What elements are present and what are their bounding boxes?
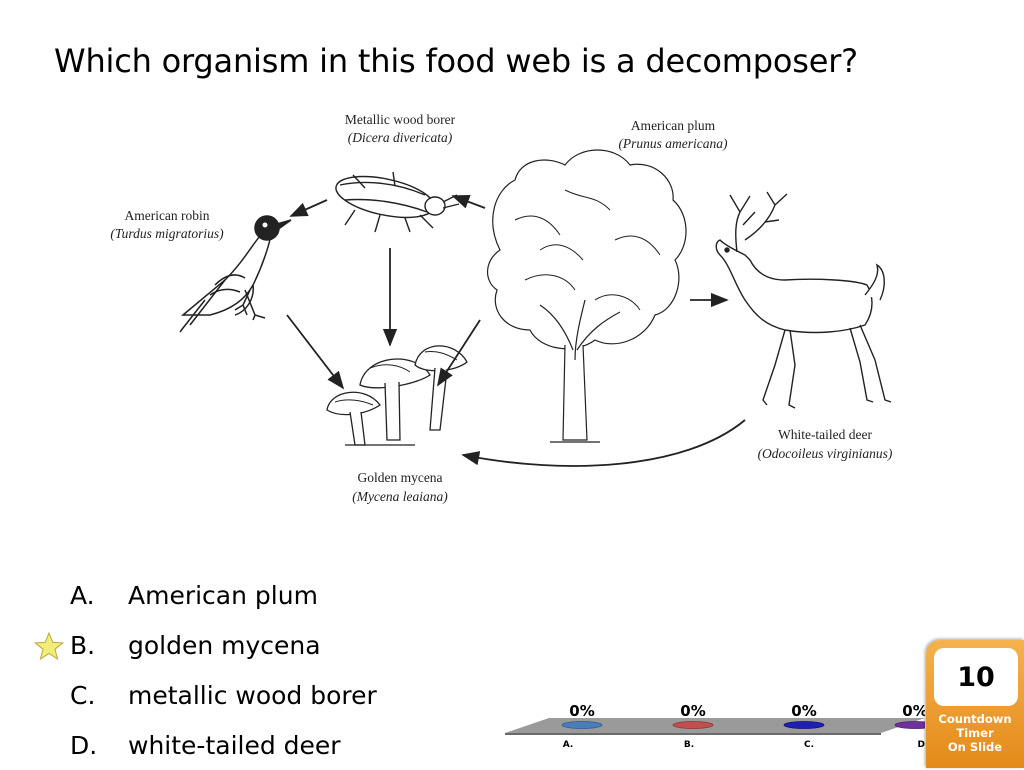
svg-text:(Turdus migratorius): (Turdus migratorius) xyxy=(110,226,224,241)
answer-text: golden mycena xyxy=(128,630,321,660)
svg-text:Golden mycena: Golden mycena xyxy=(357,470,442,485)
answer-letter: A. xyxy=(70,580,95,610)
answer-text: American plum xyxy=(128,580,318,610)
answer-list: A. American plum B. golden mycena C. met… xyxy=(34,570,377,770)
borer-label: Metallic wood borer (Dicera divericata) xyxy=(345,112,456,145)
poll-results-chart: 0% 0% 0% 0% A. B. C. D. xyxy=(505,702,925,750)
poll-bar-c xyxy=(783,721,825,729)
poll-bar-b xyxy=(672,721,714,729)
question-title: Which organism in this food web is a dec… xyxy=(54,42,858,80)
poll-percent-c: 0% xyxy=(791,702,816,720)
deer-label: White-tailed deer (Odocoileus virginianu… xyxy=(758,427,893,461)
mycena-label: Golden mycena (Mycena leaiana) xyxy=(352,470,448,504)
answer-option-a[interactable]: A. American plum xyxy=(70,570,377,620)
poll-label-c: C. xyxy=(804,740,814,750)
robin-illustration xyxy=(179,215,292,333)
mushroom-illustration xyxy=(326,345,468,446)
svg-text:(Prunus americana): (Prunus americana) xyxy=(618,136,728,151)
poll-platform-edge xyxy=(505,733,881,735)
answer-letter: B. xyxy=(70,630,96,660)
svg-text:American robin: American robin xyxy=(124,208,209,223)
arrow-plum-to-borer xyxy=(451,194,486,209)
plum-label: American plum (Prunus americana) xyxy=(618,118,728,151)
food-web-arrows xyxy=(286,194,746,467)
svg-text:(Dicera divericata): (Dicera divericata) xyxy=(348,130,453,145)
svg-text:Metallic wood borer: Metallic wood borer xyxy=(345,112,456,127)
countdown-timer-widget[interactable]: 10 Countdown Timer On Slide xyxy=(926,640,1024,768)
food-web-diagram: American robin (Turdus migratorius) Meta… xyxy=(110,112,893,504)
poll-percent-d: 0% xyxy=(902,702,925,720)
arrow-plum-to-mycena xyxy=(437,319,481,387)
svg-text:White-tailed deer: White-tailed deer xyxy=(778,427,873,442)
arrow-deer-to-mycena xyxy=(461,419,746,467)
poll-label-d: D. xyxy=(918,740,925,750)
answer-letter: D. xyxy=(70,730,98,760)
star-icon xyxy=(34,632,64,660)
answer-option-d[interactable]: D. white-tailed deer xyxy=(70,720,377,770)
answer-option-b[interactable]: B. golden mycena xyxy=(34,620,377,670)
arrow-robin-to-mycena xyxy=(286,314,345,390)
svg-text:(Mycena leaiana): (Mycena leaiana) xyxy=(352,489,448,504)
arrow-borer-to-robin xyxy=(289,199,328,217)
poll-percent-b: 0% xyxy=(680,702,705,720)
timer-caption: Countdown Timer On Slide xyxy=(926,712,1024,754)
timer-value: 10 xyxy=(934,648,1018,706)
answer-text: white-tailed deer xyxy=(128,730,341,760)
poll-bar-d xyxy=(894,721,925,729)
poll-label-a: A. xyxy=(563,740,574,750)
svg-text:American plum: American plum xyxy=(631,118,716,133)
beetle-illustration xyxy=(335,171,460,233)
deer-illustration xyxy=(715,191,892,409)
poll-platform xyxy=(505,718,925,733)
poll-percent-a: 0% xyxy=(569,702,594,720)
robin-label: American robin (Turdus migratorius) xyxy=(110,208,224,241)
timer-caption-line3: On Slide xyxy=(947,740,1003,754)
answer-text: metallic wood borer xyxy=(128,680,377,710)
svg-text:(Odocoileus virginianus): (Odocoileus virginianus) xyxy=(758,446,893,461)
poll-label-b: B. xyxy=(684,740,694,750)
timer-caption-line2: Timer xyxy=(956,726,994,740)
plum-tree-illustration xyxy=(487,149,687,443)
poll-bar-a xyxy=(561,721,603,729)
answer-option-c[interactable]: C. metallic wood borer xyxy=(70,670,377,720)
timer-caption-line1: Countdown xyxy=(938,712,1012,726)
answer-letter: C. xyxy=(70,680,96,710)
